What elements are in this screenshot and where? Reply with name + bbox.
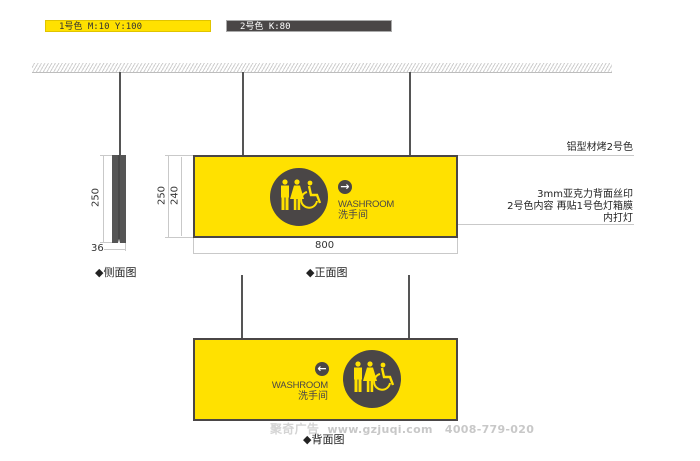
arrow-left-icon: ←	[315, 362, 329, 376]
front-view-caption: ◆正面图	[306, 266, 348, 279]
back-label-en: WASHROOM	[271, 380, 328, 391]
frame-note-leader	[458, 155, 634, 156]
front-pictogram-circle	[270, 168, 328, 226]
front-rod-left	[242, 72, 244, 156]
face-note-line3: 内打灯	[603, 213, 633, 224]
front-rod-right	[409, 72, 411, 156]
front-dim-outer-line	[168, 155, 169, 238]
watermark-brand: 聚奇广告	[270, 422, 320, 436]
watermark-url: www.gzjuqi.com	[327, 423, 433, 436]
side-view-caption: ◆侧面图	[95, 266, 137, 279]
side-panel	[112, 155, 126, 243]
face-note-leader	[458, 224, 634, 225]
front-width-dim: 800	[315, 240, 335, 251]
back-pictogram-circle	[343, 350, 401, 408]
side-depth-line	[104, 249, 126, 250]
front-label-en: WASHROOM	[338, 199, 395, 210]
face-note-line2: 2号色内容 再贴1号色灯箱膜	[507, 201, 633, 212]
watermark: 聚奇广告 www.gzjuqi.com 4008-779-020	[270, 420, 534, 437]
side-suspension-rod	[119, 72, 121, 156]
side-depth-tick-right	[125, 243, 126, 251]
ceiling-hatch	[32, 63, 612, 73]
front-dim-tick-bottom	[165, 237, 193, 238]
front-label-cn: 洗手间	[338, 210, 368, 221]
front-width-tick-right	[457, 238, 458, 254]
side-dim-tick-top	[100, 155, 112, 156]
front-inner-height-dim: 240	[169, 185, 181, 206]
back-label-cn: 洗手间	[298, 391, 328, 402]
back-sign-panel	[193, 338, 458, 421]
side-depth-dim: 36	[91, 243, 104, 254]
side-height-dim: 250	[90, 187, 102, 208]
washroom-pictograms-icon	[281, 179, 322, 210]
color-swatch-2-label: 2号色 K:80	[240, 22, 291, 32]
side-dim-line-vertical	[103, 155, 104, 243]
back-rod-right	[408, 275, 410, 339]
back-rod-left	[241, 275, 243, 339]
front-outer-height-dim: 250	[156, 185, 168, 206]
face-note-line1: 3mm亚克力背面丝印	[537, 189, 633, 200]
color-swatch-1-label: 1号色 M:10 Y:100	[59, 22, 143, 32]
back-view-caption: ◆背面图	[303, 433, 345, 446]
side-dim-tick-bottom	[100, 242, 112, 243]
color-swatch-2: 2号色 K:80	[226, 20, 392, 32]
arrow-right-icon: →	[338, 180, 352, 194]
frame-note: 铝型材烤2号色	[566, 142, 633, 153]
front-dim-tick-top	[165, 155, 193, 156]
watermark-phone: 4008-779-020	[444, 423, 535, 436]
front-width-dim-line	[193, 253, 458, 254]
front-width-tick-left	[193, 238, 194, 254]
washroom-pictograms-icon	[354, 361, 395, 392]
color-swatch-1: 1号色 M:10 Y:100	[45, 20, 211, 32]
front-dim-inner-line	[181, 157, 182, 236]
